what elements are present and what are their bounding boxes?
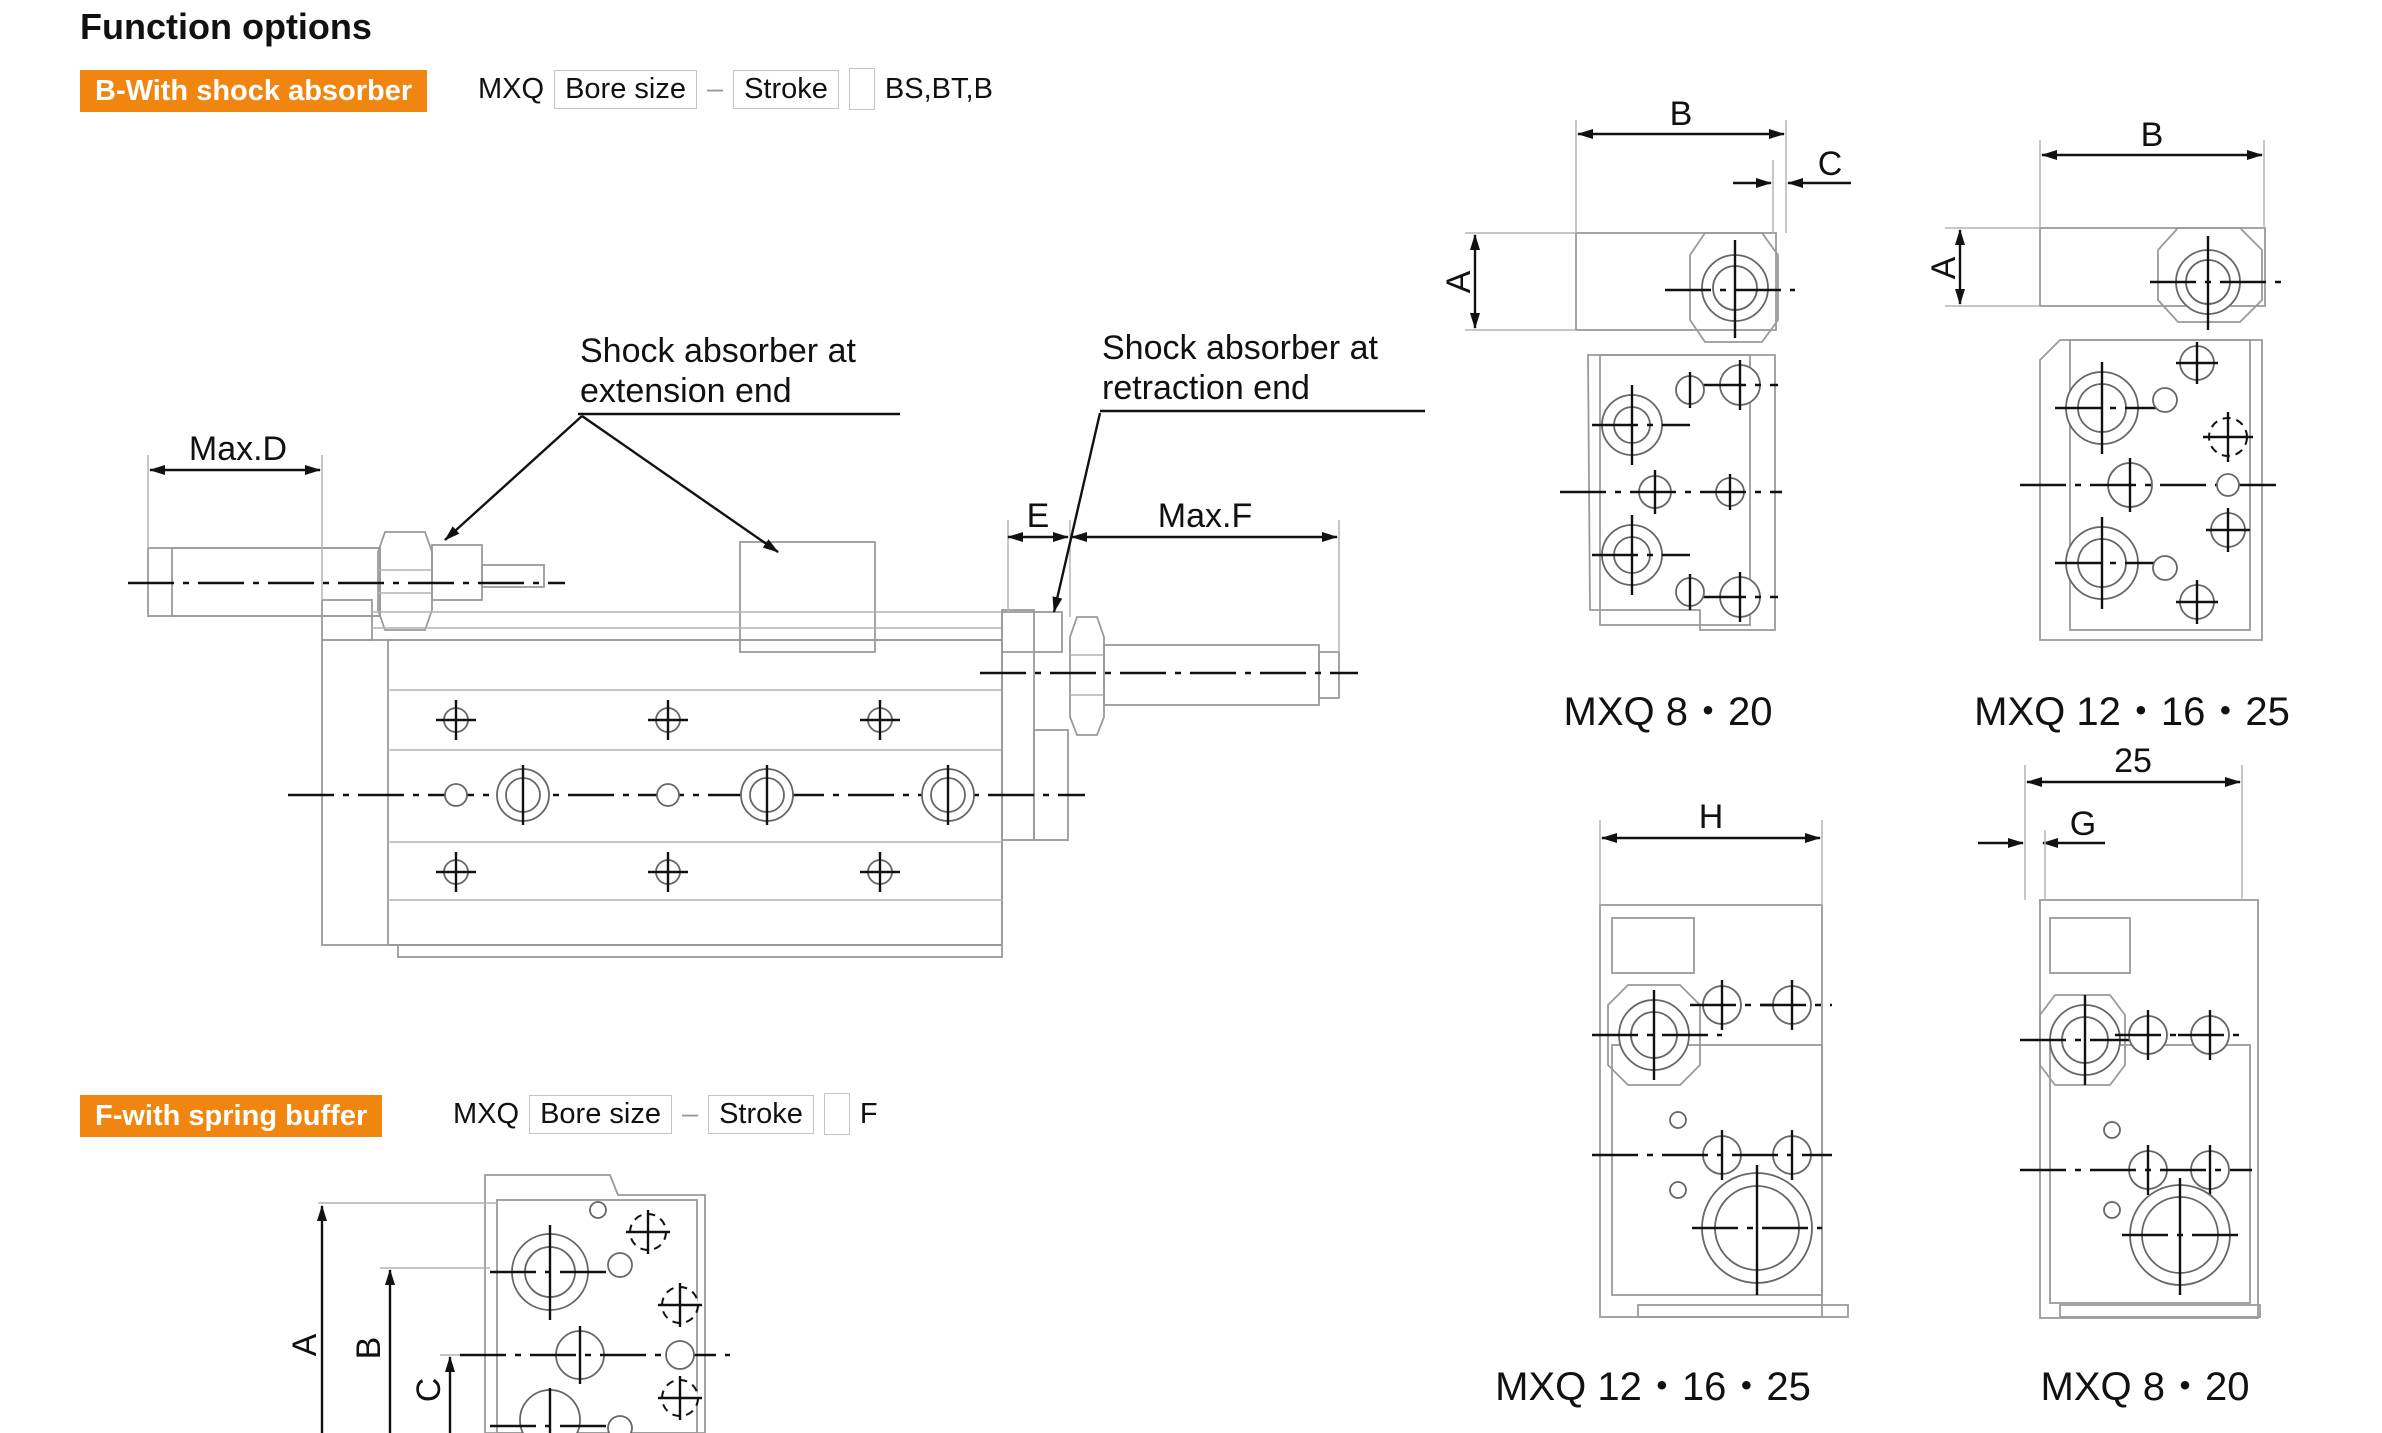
- stroke-box: Stroke: [708, 1094, 814, 1134]
- leader-arrow: [581, 415, 779, 553]
- dim-h-label: H: [1699, 798, 1724, 836]
- end-view-mxq-12-16-25: B A MXQ 12・16・25: [1925, 116, 2290, 734]
- code-prefix: MXQ: [478, 72, 545, 105]
- ret-label-line1: Shock absorber at: [1102, 329, 1378, 367]
- side-view: Max.D E Max.F Shock absorber at extensio…: [128, 329, 1425, 958]
- dim-b-label: B: [2141, 116, 2164, 154]
- dim-b-label: B: [1670, 95, 1693, 133]
- mounting-holes: [436, 700, 975, 892]
- dim-c-label: C: [410, 1378, 448, 1403]
- option-box: [848, 68, 875, 110]
- ext-label-line2: extension end: [580, 372, 792, 410]
- dim-c-label: C: [1818, 145, 1843, 183]
- shock-order-code: MXQ Bore size – Stroke BS,BT,B: [478, 68, 993, 110]
- slide-table-body: [321, 599, 1069, 958]
- caption-mxq-8-20: MXQ 8・20: [1564, 690, 1773, 734]
- end-view-g-mxq-8-20: 25 G MXQ 8・20: [1978, 742, 2261, 1409]
- shock-absorber-badge: B-With shock absorber: [80, 70, 428, 112]
- dim-e-label: E: [1027, 497, 1050, 535]
- stroke-box: Stroke: [733, 69, 839, 109]
- ret-label-line2: retraction end: [1102, 369, 1310, 407]
- shock-absorber-retraction: [1001, 611, 1340, 736]
- leader-arrow: [444, 415, 583, 541]
- bore-size-box: Bore size: [529, 1094, 672, 1134]
- spring-buffer-badge: F-with spring buffer: [80, 1095, 383, 1137]
- ext-label-line1: Shock absorber at: [580, 332, 856, 370]
- spring-order-code: MXQ Bore size – Stroke F: [453, 1093, 878, 1135]
- spring-buffer-view: A B C: [286, 1174, 730, 1433]
- shock-absorber-extension: [147, 531, 1002, 653]
- code-separator: –: [706, 72, 724, 105]
- page-title: Function options: [80, 6, 372, 47]
- code-separator: –: [681, 1097, 699, 1130]
- dim-25-label: 25: [2114, 742, 2152, 780]
- dim-b-label: B: [350, 1337, 388, 1360]
- dim-a-label: A: [1440, 270, 1478, 293]
- end-view-h-mxq-12-16-25: H MXQ 12・16・25: [1495, 798, 1849, 1409]
- dim-maxd-label: Max.D: [189, 430, 287, 468]
- option-suffix: F: [859, 1097, 878, 1130]
- dim-maxf-label: Max.F: [1158, 497, 1252, 535]
- option-suffix: BS,BT,B: [884, 72, 993, 105]
- dim-g-label: G: [2070, 805, 2096, 843]
- dim-a-label: A: [1925, 256, 1963, 279]
- code-prefix: MXQ: [453, 1097, 520, 1130]
- caption-mxq-8-20: MXQ 8・20: [2041, 1365, 2250, 1409]
- end-view-mxq-8-20: B C A MXQ 8・20: [1440, 95, 1851, 734]
- caption-mxq-12-16-25: MXQ 12・16・25: [1974, 690, 2290, 734]
- caption-mxq-12-16-25: MXQ 12・16・25: [1495, 1365, 1811, 1409]
- dim-a-label: A: [286, 1333, 324, 1356]
- leader-arrow: [1052, 412, 1102, 613]
- bore-size-box: Bore size: [554, 69, 697, 109]
- option-box: [823, 1093, 850, 1135]
